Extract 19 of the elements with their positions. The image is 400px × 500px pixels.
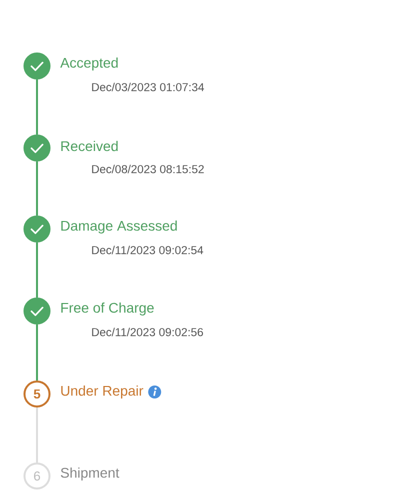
timeline-line	[36, 408, 38, 462]
step-circle	[24, 52, 50, 80]
step-title: Shipment	[60, 467, 120, 481]
timestamp: Dec/11/2023 09:02:56	[92, 328, 203, 336]
timeline-line	[36, 162, 38, 216]
step-circle	[24, 134, 50, 162]
step-circle	[24, 298, 50, 324]
step-title: Free of Charge	[61, 302, 154, 316]
timestamp: Dec/08/2023 08:15:52	[92, 164, 204, 174]
timeline-line	[36, 80, 38, 134]
timeline-line	[36, 242, 38, 298]
step-title: Accepted	[60, 57, 118, 71]
timeline-line	[36, 324, 38, 380]
step-title: Received	[61, 140, 118, 152]
timestamp: Dec/03/2023 01:07:34	[92, 82, 204, 92]
timestamp: Dec/11/2023 09:02:54	[92, 246, 204, 254]
step-circle	[24, 216, 50, 242]
step-title: Under Repair	[61, 385, 144, 399]
step-title: Damage Assessed	[61, 220, 177, 234]
